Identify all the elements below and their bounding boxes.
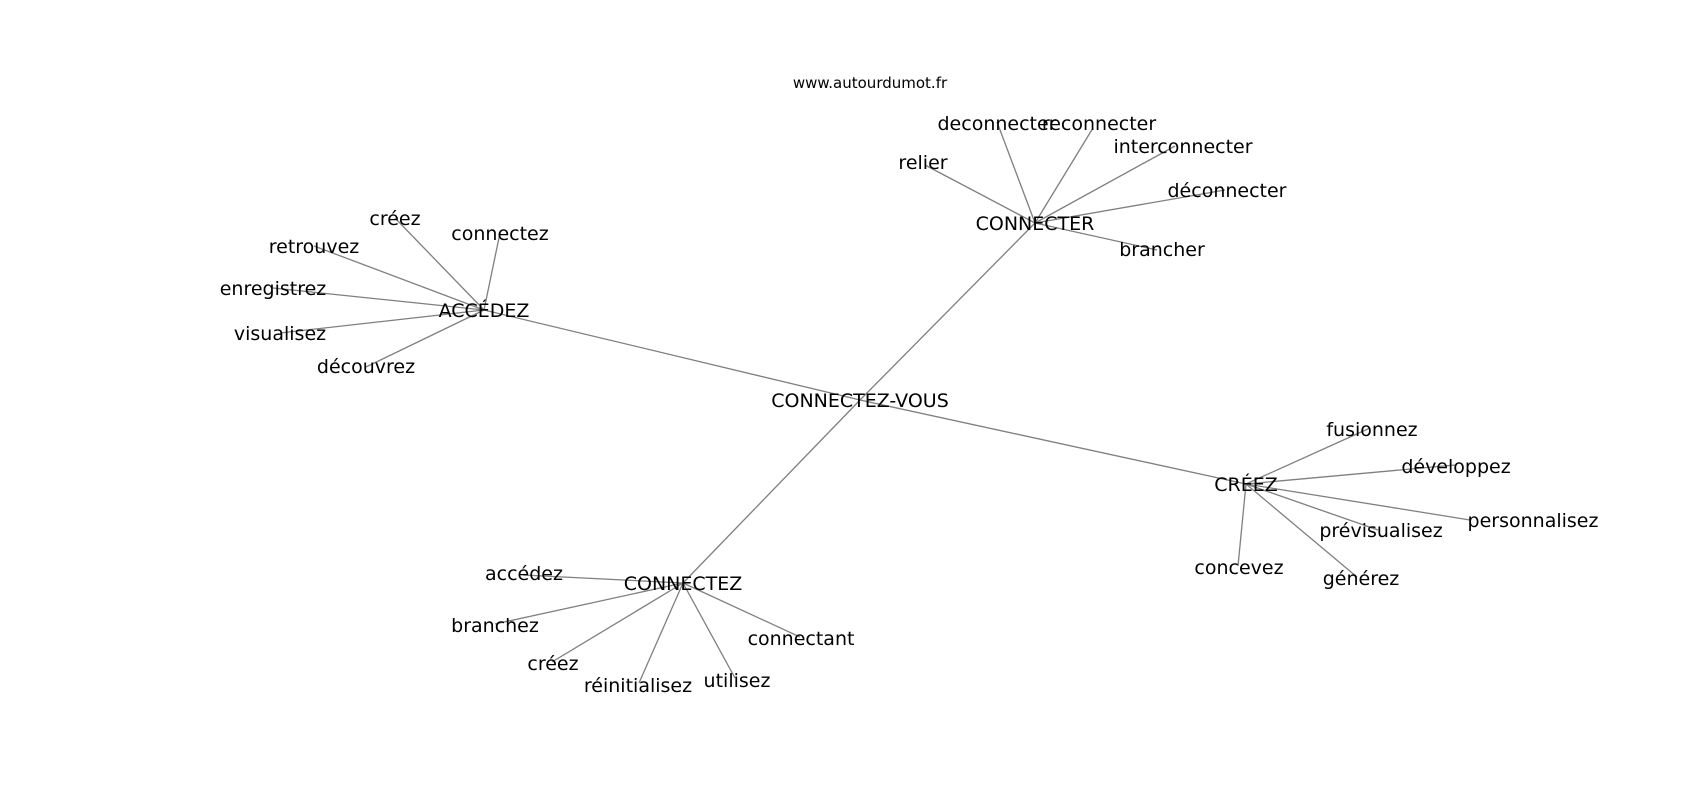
leaf-node-brancher[interactable]: brancher — [1119, 239, 1205, 261]
edge-connecter-reconnecter — [1034, 127, 1094, 224]
leaf-node-retrouvez[interactable]: retrouvez — [269, 236, 360, 258]
edge-creez-developpez — [1245, 464, 1456, 485]
edge-connecter-interconnecter — [1034, 145, 1176, 224]
leaf-node-previsualisez[interactable]: prévisualisez — [1319, 520, 1442, 542]
edge-connecter-deconnecter-2 — [1034, 189, 1226, 224]
leaf-node-deconnecter-accented[interactable]: déconnecter — [1168, 180, 1287, 202]
edge-accedez-decouvrez — [365, 309, 485, 368]
graph-edges — [272, 121, 1471, 684]
edge-creez-generez — [1245, 483, 1358, 578]
leaf-node-reinitialisez[interactable]: réinitialisez — [584, 675, 692, 697]
hub-node-creez[interactable]: CRÉEZ — [1214, 473, 1278, 496]
edge-accedez-retrouvez — [313, 245, 485, 311]
edge-connecter-deconnecter-1 — [996, 121, 1036, 224]
edge-accedez-connectez — [483, 232, 501, 311]
hub-node-connecter[interactable]: CONNECTER — [976, 213, 1095, 235]
edge-creez-concevez — [1237, 483, 1247, 567]
leaf-node-creez-connectez[interactable]: créez — [527, 653, 578, 675]
leaf-node-branchez[interactable]: branchez — [451, 615, 539, 637]
hub-node-accedez[interactable]: ACCÉDEZ — [439, 299, 530, 322]
leaf-node-connectant[interactable]: connectant — [748, 628, 855, 650]
center-node-label[interactable]: CONNECTEZ-VOUS — [771, 390, 949, 412]
leaf-node-connectez[interactable]: connectez — [451, 223, 548, 245]
leaf-node-relier[interactable]: relier — [898, 152, 947, 174]
leaf-node-accedez[interactable]: accédez — [485, 563, 563, 585]
site-credit: www.autourdumot.fr — [793, 74, 948, 92]
hub-node-connectez[interactable]: CONNECTEZ — [624, 573, 743, 595]
edge-connectez-connectant — [682, 582, 801, 638]
edge-creez-personnalisez — [1245, 483, 1471, 521]
edge-accedez-creez — [394, 217, 485, 311]
edge-center-accedez — [483, 309, 861, 401]
leaf-node-reconnecter[interactable]: reconnecter — [1042, 113, 1157, 135]
edge-connectez-creez — [551, 582, 684, 663]
graph-labels: CONNECTEZ-VOUS ACCÉDEZ CONNECTER CRÉEZ C… — [220, 113, 1599, 697]
edge-center-connecter — [859, 222, 1036, 401]
leaf-node-creez-accedez[interactable]: créez — [369, 208, 420, 230]
edge-connectez-reinitialisez — [638, 582, 684, 684]
leaf-node-personnalisez[interactable]: personnalisez — [1468, 510, 1599, 532]
edge-creez-fusionnez — [1245, 427, 1371, 485]
leaf-node-deconnecter-unaccented[interactable]: deconnecter — [938, 113, 1057, 135]
edge-center-creez-hub — [859, 399, 1247, 485]
leaf-node-enregistrez[interactable]: enregistrez — [220, 278, 327, 300]
edge-connecter-relier — [924, 164, 1036, 224]
leaf-node-developpez[interactable]: développez — [1401, 456, 1510, 478]
edge-connectez-accedez — [522, 574, 684, 584]
edge-connectez-utilisez — [682, 582, 736, 679]
leaf-node-utilisez[interactable]: utilisez — [704, 670, 771, 692]
edge-connectez-branchez — [494, 582, 684, 625]
edge-accedez-enregistrez — [272, 287, 485, 311]
leaf-node-visualisez[interactable]: visualisez — [234, 323, 326, 345]
leaf-node-generez[interactable]: générez — [1323, 568, 1400, 590]
leaf-node-concevez[interactable]: concevez — [1194, 557, 1283, 579]
edge-accedez-visualisez — [279, 309, 485, 334]
edge-connecter-brancher — [1034, 222, 1158, 251]
leaf-node-decouvrez[interactable]: découvrez — [317, 356, 415, 378]
edge-creez-previsualisez — [1245, 483, 1379, 531]
leaf-node-fusionnez[interactable]: fusionnez — [1326, 419, 1417, 441]
edge-center-connectez-hub — [682, 399, 861, 584]
leaf-node-interconnecter[interactable]: interconnecter — [1113, 136, 1252, 158]
